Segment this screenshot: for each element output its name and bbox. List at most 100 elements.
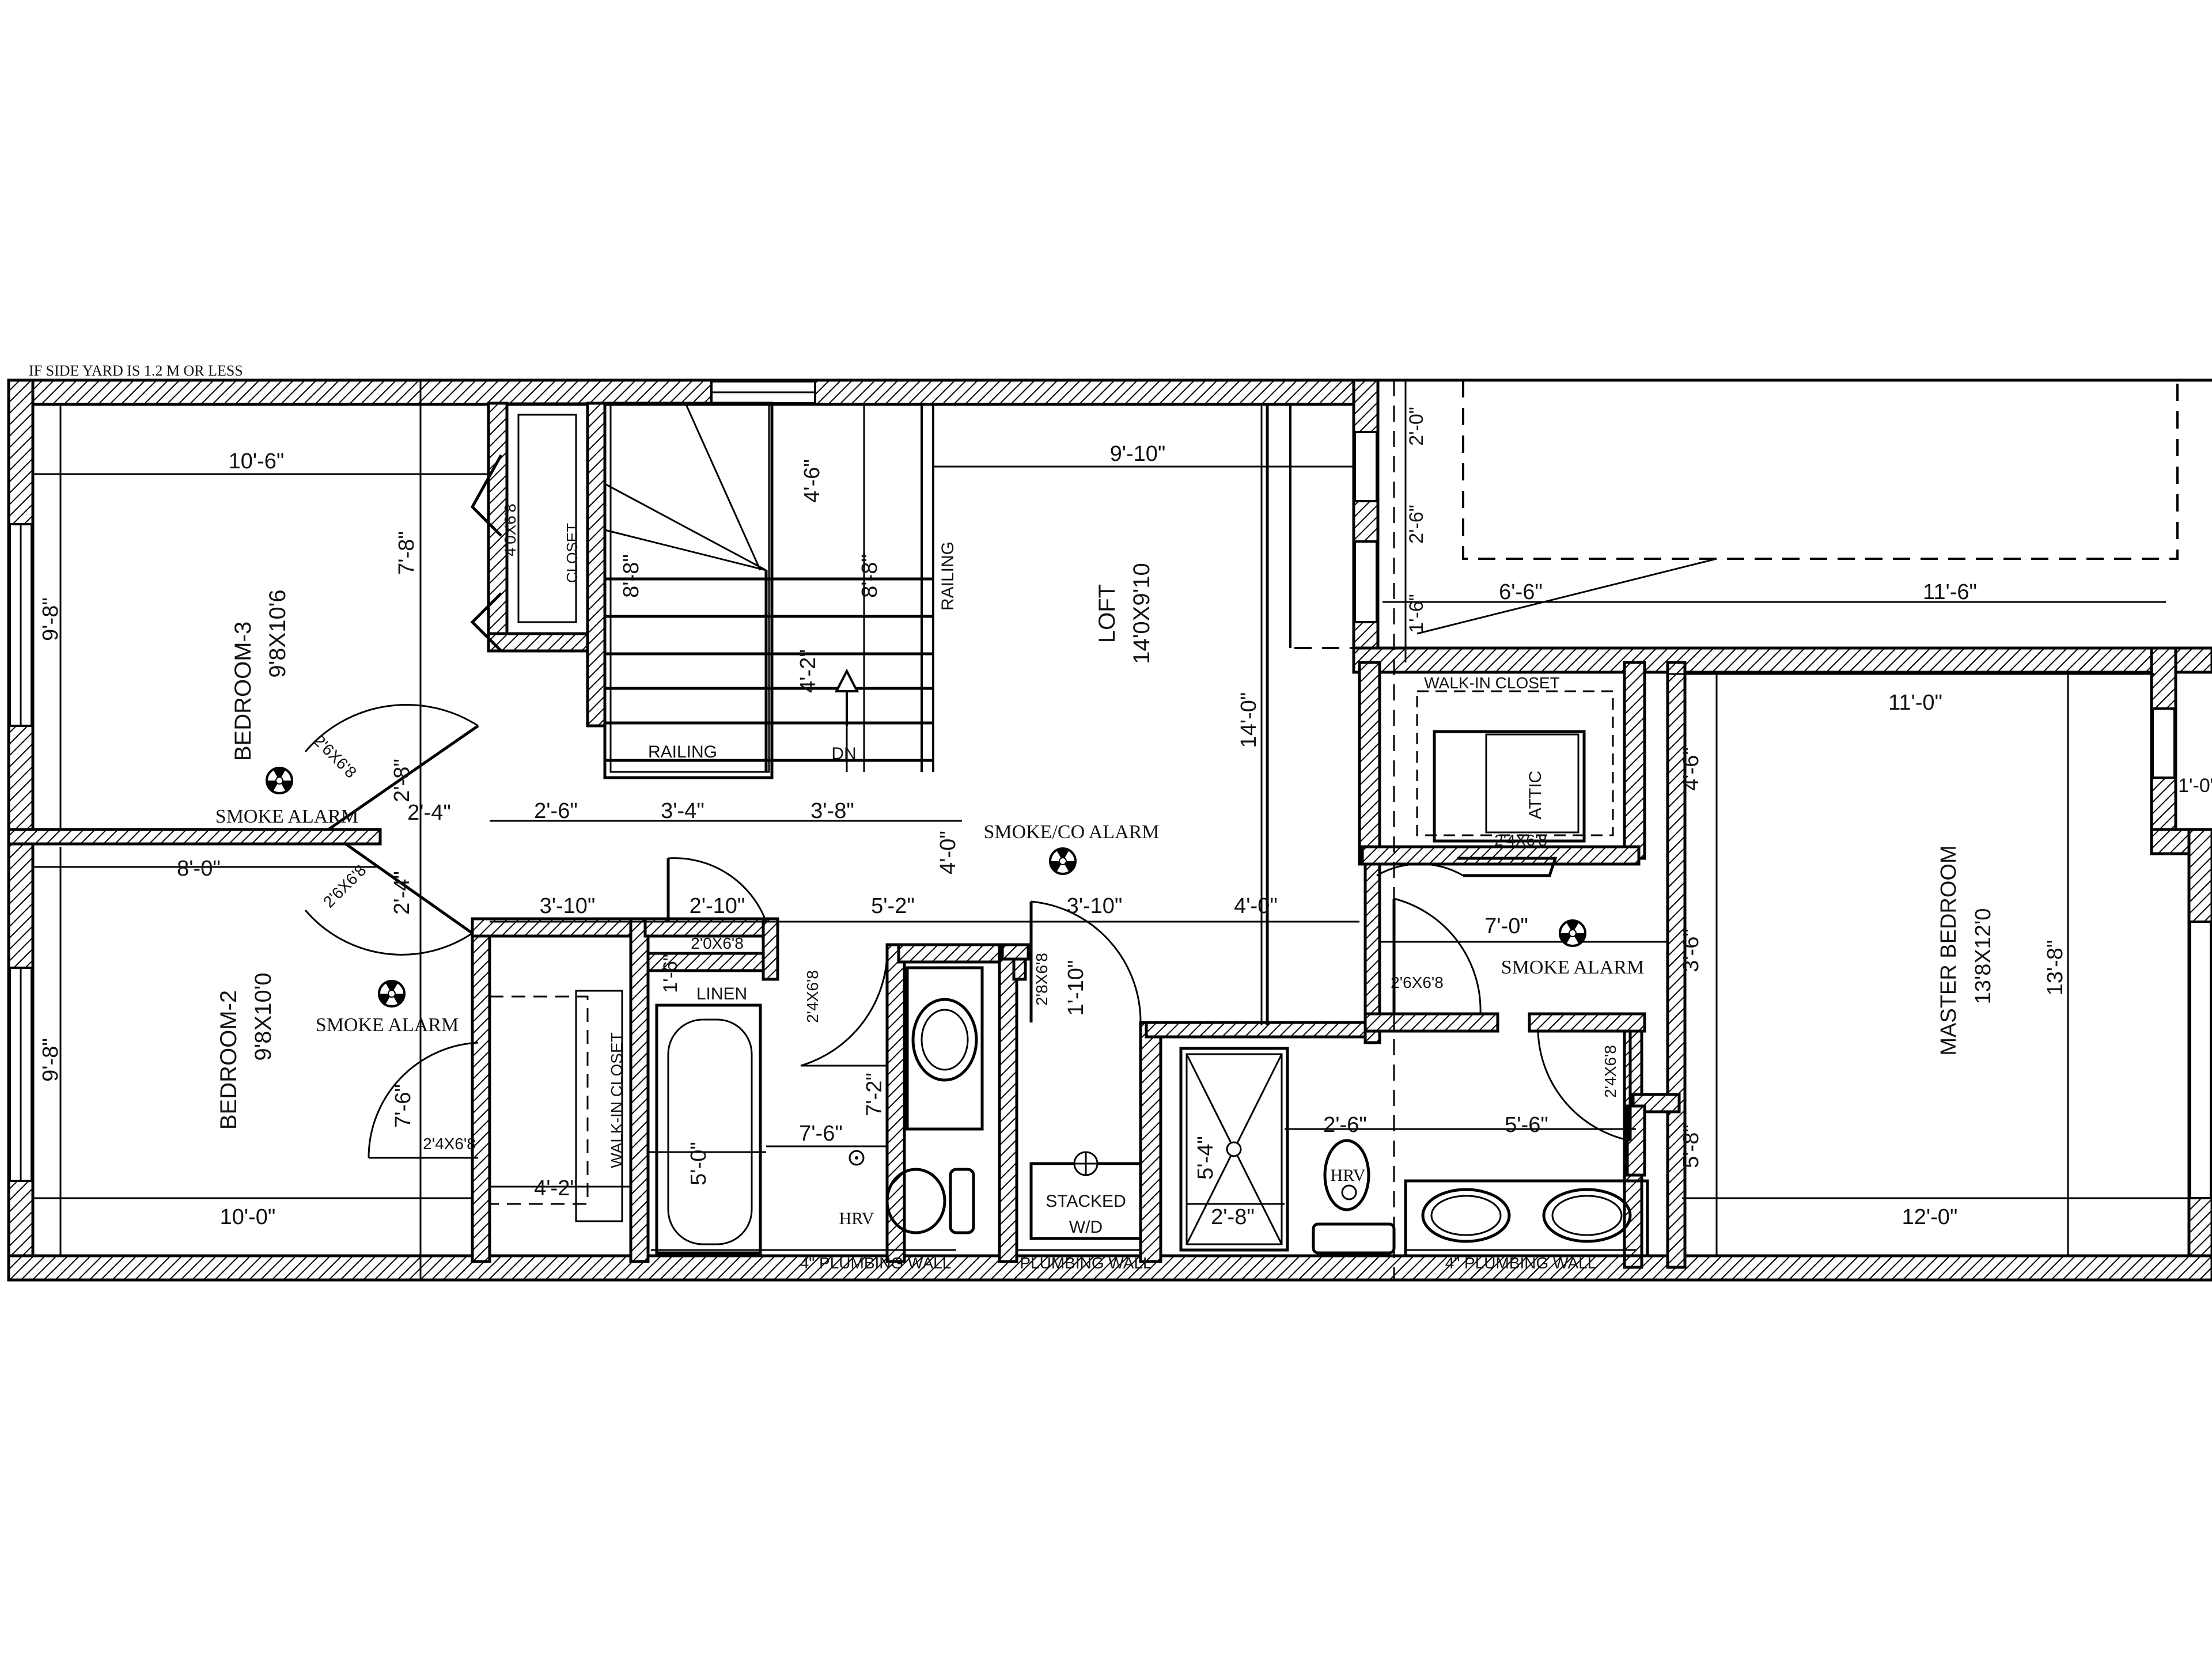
dim-label: 7'-8" (395, 531, 419, 575)
smoke-alarm-icon (378, 980, 406, 1007)
down-label: DN (831, 744, 856, 763)
door-label-attic: 2'4X6'8 (1494, 831, 1547, 849)
dim-label: 4'-0" (1234, 894, 1278, 918)
windows (9, 380, 2212, 1199)
dim-label: 11'-6" (1923, 580, 1977, 604)
railing-top-label: RAILING (648, 743, 717, 762)
smoke-alarm-icon (1559, 919, 1586, 947)
master-bedroom-name: MASTER BEDROOM (1937, 845, 1961, 1055)
dim-label: 2'-6" (1406, 505, 1427, 544)
attic-area (1416, 690, 1614, 877)
dimension-lines (32, 380, 2189, 1256)
dim-label: 2'-0" (1406, 407, 1427, 446)
dim-label: 10'-0" (220, 1205, 276, 1229)
railing-side-label: RAILING (938, 541, 957, 611)
top-note: IF SIDE YARD IS 1.2 M OR LESS (29, 362, 243, 379)
dim-label: 9'-8" (39, 597, 63, 641)
door-label-bed2: 2'6X6'8 (320, 861, 370, 911)
smoke-alarm-label-2: SMOKE ALARM (316, 1014, 459, 1036)
dim-label: 1'-10" (1064, 960, 1088, 1016)
dim-label: 7'-2" (862, 1073, 887, 1116)
dim-label: 1'-6" (660, 954, 681, 993)
dim-label: 5'-4" (1194, 1136, 1218, 1180)
dim-label: 7'-6" (799, 1122, 843, 1146)
bath-fixtures (651, 966, 1649, 1257)
linen-label: LINEN (696, 984, 747, 1003)
dim-label: 1'-6" (1406, 594, 1427, 633)
dim-label: 9'-8" (39, 1038, 63, 1082)
door-label-linen: 2'0X6'8 (691, 934, 744, 952)
plumbing-wall-label-2: PLUMBING WALL (1020, 1254, 1152, 1272)
closet-area (470, 402, 589, 652)
dim-label: 13'-8" (2043, 940, 2067, 996)
hrv-label-1: HRV (839, 1209, 874, 1228)
dim-label: 6'-6" (1499, 580, 1543, 604)
dim-label: 3'-10" (540, 894, 596, 918)
door-label-laundry: 2'8X6'8 (1033, 953, 1051, 1006)
door-label-bath: 2'4X6'8 (804, 970, 821, 1023)
smoke-alarm-label-1: SMOKE ALARM (215, 806, 358, 827)
dashed-outlines (1289, 378, 2212, 1279)
master-bedroom-size: 13'8X12'0 (1971, 908, 1995, 1005)
door-swings (304, 704, 1632, 1159)
door-label-closet: 4'0X6'8 (501, 503, 519, 556)
bedroom-2-name: BEDROOM-2 (216, 990, 241, 1130)
bedroom-3-name: BEDROOM-3 (230, 622, 256, 761)
dim-label: 7'-0" (1484, 914, 1528, 938)
attic-label: ATTIC (1526, 771, 1545, 819)
bedroom-2-size: 9'8X10'0 (251, 972, 276, 1060)
dim-label: 2'-8" (390, 759, 414, 802)
door-label-wic: 2'4X6'8 (423, 1135, 476, 1153)
dim-label: 2'-6" (1323, 1113, 1367, 1137)
dim-label: 12'-0" (1902, 1205, 1958, 1229)
door-label-bed3: 2'6X6'8 (310, 732, 360, 782)
dim-label: 2'-4" (407, 801, 451, 825)
dim-label: 4'-0" (936, 831, 960, 874)
dim-label: 7'-6" (391, 1084, 415, 1128)
dim-label: 4'-2" (796, 649, 820, 693)
left-walk-in-closet (490, 990, 623, 1222)
door-label-ensuite: 2'6X6'8 (1391, 974, 1444, 991)
dim-label: 4'-6" (1679, 747, 1703, 791)
interior-walls (7, 402, 1687, 1269)
dim-label: 8'-8" (619, 554, 643, 598)
dimension-labels: 10'-6" 9'-8" 7'-8" 8'-8" 4'-6" 8'-8" 4'-… (39, 407, 2212, 1229)
plumbing-wall-label-1: 4" PLUMBING WALL (800, 1254, 952, 1272)
dim-label: 2'-8" (1211, 1205, 1255, 1229)
walk-in-closet-left-label: WALK-IN CLOSET (608, 1032, 626, 1168)
washer-dryer-label: W/D (1069, 1218, 1103, 1237)
dim-label: 9'-10" (1110, 442, 1166, 466)
dim-label: 2'-6" (534, 799, 578, 823)
smoke-alarm-label-3: SMOKE ALARM (1501, 957, 1644, 978)
dim-label: 4'-2" (534, 1176, 578, 1200)
walk-in-closet-right-label: WALK-IN CLOSET (1424, 674, 1559, 692)
dim-label: 10'-6" (229, 449, 285, 474)
door-label-master-wic: 2'4X6'8 (1601, 1045, 1619, 1098)
dim-label: 2'-4" (390, 871, 414, 915)
dim-label: 8'-0" (177, 857, 221, 881)
dim-label: 3'-4" (661, 799, 704, 823)
dim-label: 5'-2" (871, 894, 915, 918)
loft-size: 14'0X9'10 (1129, 563, 1154, 664)
dim-label: 5'-0" (687, 1142, 711, 1185)
stacked-label: STACKED (1046, 1192, 1126, 1211)
dim-label: 3'-10" (1067, 894, 1123, 918)
smoke-alarm-icon (266, 767, 293, 794)
dim-label: 3'-6" (1679, 929, 1703, 972)
loft-name: LOFT (1094, 584, 1120, 643)
dim-label: 11'-0" (1888, 691, 1942, 715)
staircase (603, 402, 933, 779)
dim-label: 8'-8" (858, 554, 882, 598)
smoke-co-alarm-label: SMOKE/CO ALARM (983, 821, 1159, 843)
dim-label: 4'-6" (800, 459, 824, 503)
closet-label: CLOSET (563, 523, 581, 583)
bedroom-3-size: 9'8X10'6 (265, 589, 290, 677)
dim-label: 1'-0" (2178, 775, 2212, 797)
hrv-label-2: HRV (1331, 1166, 1366, 1185)
dim-label: 5'-8" (1679, 1124, 1703, 1168)
plumbing-wall-label-3: 4" PLUMBING WALL (1445, 1254, 1597, 1272)
dim-label: 14'-0" (1237, 692, 1261, 748)
smoke-co-alarm-icon (1049, 847, 1077, 875)
dim-label: 3'-8" (810, 799, 854, 823)
